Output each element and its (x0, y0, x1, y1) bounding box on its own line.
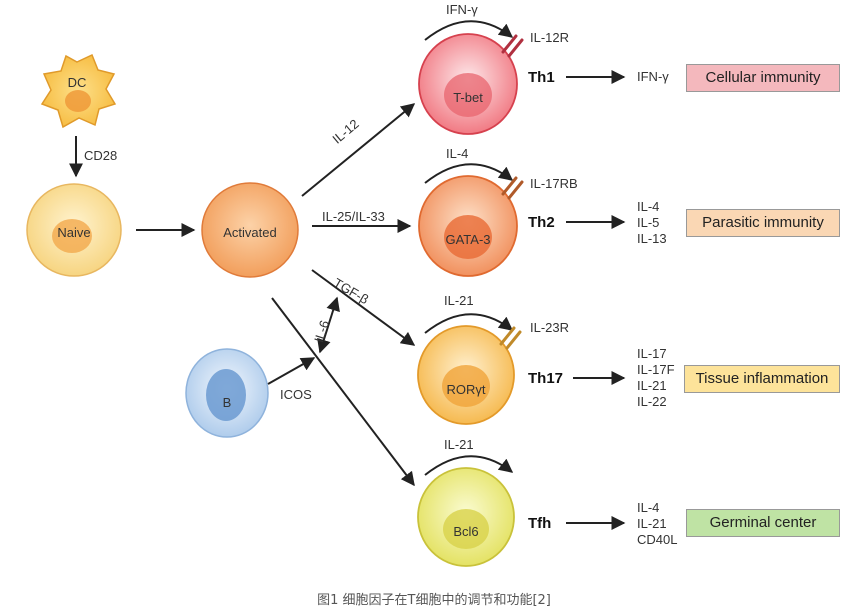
th17-loop-label: IL-21 (444, 293, 474, 308)
arrow-activated-th17 (311, 269, 416, 346)
receptor-il17rb-icon (501, 176, 518, 196)
th1-cell (418, 33, 518, 135)
bcl6-label: Bcl6 (453, 524, 479, 539)
figure-caption: 图1 细胞因子在T细胞中的调节和功能[2] (317, 593, 551, 608)
th1-outputs: IFN-γ (637, 69, 669, 85)
output-item: IL-5 (637, 215, 660, 230)
b-cell (185, 348, 269, 438)
cellular-immunity-box: Cellular immunity (686, 64, 840, 92)
output-item: IL-4 (637, 500, 660, 515)
loop-th1 (424, 20, 514, 41)
activated-label: Activated (223, 225, 277, 240)
output-item: IL-17 (637, 346, 667, 361)
output-item: IL-17F (637, 362, 675, 377)
rorgt-label: RORγt (446, 382, 486, 397)
tfh-outputs: IL-4 IL-21 CD40L (637, 500, 677, 548)
th2-loop-label: IL-4 (446, 146, 469, 161)
output-item: IL-21 (637, 378, 667, 393)
icos-label: ICOS (280, 387, 312, 402)
dc-cell (40, 53, 117, 129)
naive-label: Naive (57, 225, 91, 240)
loop-th2 (424, 163, 514, 184)
output-item: IFN-γ (637, 69, 669, 84)
output-item: IL-4 (637, 199, 660, 214)
receptor-il23r-icon (499, 326, 516, 346)
arrow-b-icos (267, 357, 316, 385)
th2-title: Th2 (528, 214, 555, 231)
output-item: CD40L (637, 532, 678, 547)
naive-cell (26, 183, 122, 277)
output-item: IL-21 (637, 516, 667, 531)
th2-cell (418, 175, 518, 277)
th1-title: Th1 (528, 69, 555, 86)
loop-th17 (424, 313, 514, 334)
output-item: IL-22 (637, 394, 667, 409)
th17-title: Th17 (528, 370, 564, 387)
germinal-center-box: Germinal center (686, 509, 840, 537)
tbet-label: T-bet (453, 90, 483, 105)
tfh-title: Tfh (528, 515, 552, 532)
il25-il33-label: IL-25/IL-33 (322, 209, 385, 224)
output-item: IL-13 (637, 231, 667, 246)
gata3-label: GATA-3 (445, 232, 491, 247)
il23r-label: IL-23R (530, 320, 570, 335)
th17-cell (417, 325, 515, 425)
loop-tfh (424, 455, 514, 476)
th1-loop-label: IFN-γ (446, 2, 478, 17)
tfh-cell (417, 467, 515, 567)
th17-outputs: IL-17 IL-17F IL-21 IL-22 (637, 346, 675, 410)
b-label: B (222, 395, 232, 410)
tfh-loop-label: IL-21 (444, 437, 474, 452)
cd28-label: CD28 (84, 148, 118, 163)
th2-outputs: IL-4 IL-5 IL-13 (637, 199, 667, 247)
il17rb-label: IL-17RB (530, 176, 578, 191)
arrow-activated-tfh (271, 297, 415, 487)
arrow-activated-th1 (301, 103, 416, 197)
receptor-il12r-icon (501, 34, 518, 54)
receptor-bars (499, 34, 524, 350)
parasitic-immunity-box: Parasitic immunity (686, 209, 840, 237)
il12r-label: IL-12R (530, 30, 570, 45)
tissue-inflammation-box: Tissue inflammation (684, 365, 840, 393)
activated-cell (201, 182, 299, 278)
dc-label: DC (67, 75, 87, 90)
arrow-il6-double (317, 296, 340, 354)
